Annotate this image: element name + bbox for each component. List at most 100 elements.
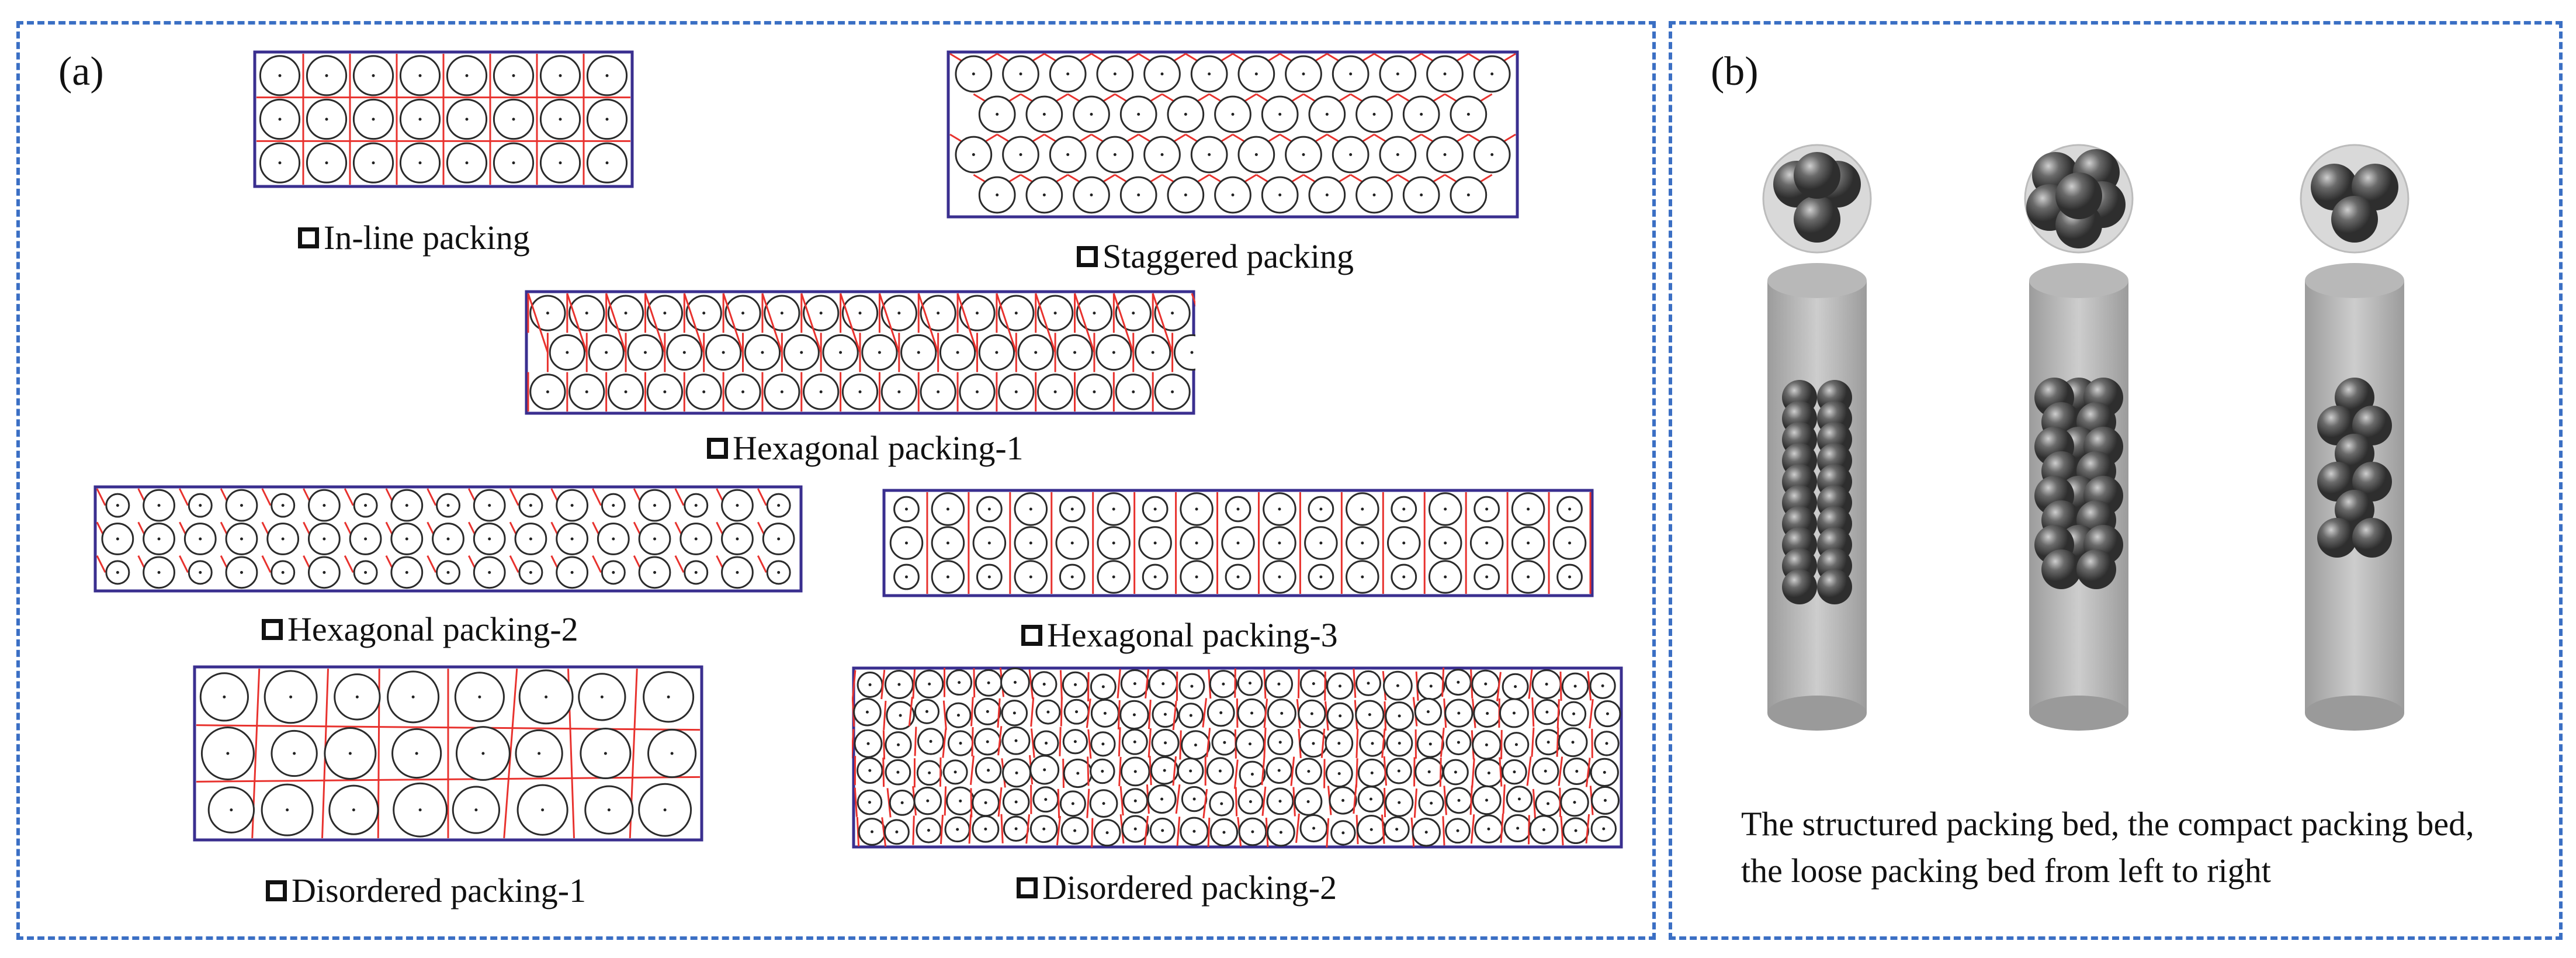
particle-center: [722, 351, 725, 354]
particle-center: [1337, 742, 1341, 745]
particle-center: [1319, 541, 1323, 545]
cell-boundary: [1355, 728, 1359, 758]
cell-boundary: [1531, 727, 1535, 757]
particle-center: [199, 504, 202, 507]
particle-center: [1278, 113, 1282, 116]
cell-boundary: [882, 730, 886, 760]
particle-center: [116, 537, 119, 541]
particle-center: [1192, 797, 1196, 801]
particle-center: [1490, 72, 1494, 75]
particle-center: [1325, 113, 1329, 116]
cell-boundary: [917, 293, 939, 353]
cell-boundary: [1471, 758, 1475, 788]
particle-center: [1349, 72, 1353, 75]
particle-center: [1361, 507, 1364, 511]
particle-center: [995, 351, 998, 354]
particle-center: [538, 752, 541, 755]
cell-boundary: [261, 488, 272, 506]
cell-boundary: [1145, 669, 1150, 698]
particle-center: [1568, 507, 1572, 511]
checkbox-square-icon: [266, 880, 287, 901]
particle-center: [1568, 575, 1572, 579]
particle-center: [1603, 770, 1606, 774]
particle-center: [1254, 153, 1258, 156]
particle-center: [1277, 682, 1281, 686]
particle-center: [1398, 801, 1401, 804]
particle-center: [904, 507, 908, 511]
particle-center: [1444, 507, 1447, 511]
particle-center: [1424, 831, 1428, 834]
particle-center: [1547, 802, 1550, 805]
cell-boundary: [196, 724, 701, 731]
cell-boundary: [852, 670, 857, 700]
particle-center: [1605, 742, 1608, 745]
particle-center: [1090, 113, 1093, 116]
particle-center: [663, 312, 667, 315]
particle-center: [1112, 541, 1115, 545]
cell-boundary: [1030, 728, 1035, 758]
particle-center: [293, 752, 296, 755]
cell-boundary: [1028, 669, 1034, 699]
particle-center: [1302, 153, 1305, 156]
particle-center: [240, 570, 243, 574]
particle-center: [858, 312, 862, 315]
particle-center: [1249, 682, 1252, 685]
particle-center: [1164, 741, 1167, 745]
particle-center: [1042, 683, 1046, 686]
cell-boundary: [427, 488, 437, 506]
cell-boundary: [683, 293, 705, 353]
particle-center: [1325, 193, 1329, 196]
particle-center: [1190, 351, 1194, 354]
particle-center: [1490, 153, 1494, 156]
particle-center: [736, 504, 739, 507]
cell-boundary: [939, 814, 944, 845]
cell-boundary: [1290, 756, 1295, 786]
disordered-packing-1-caption: Disordered packing-1: [266, 874, 586, 908]
cell-boundary: [1143, 815, 1149, 846]
particle-center: [871, 830, 874, 834]
cell-boundary: [96, 555, 106, 573]
particle-center: [1014, 800, 1018, 804]
cell-boundary: [970, 697, 974, 727]
particle-center: [405, 504, 408, 507]
particle-center: [1045, 741, 1048, 745]
particle-center: [904, 575, 908, 579]
particle-center: [1029, 507, 1032, 511]
panel-b-caption: The structured packing bed, the compact …: [1741, 805, 2474, 890]
panel-a-label: (a): [58, 49, 104, 94]
particle-center: [987, 507, 991, 511]
particle-center: [1278, 507, 1281, 511]
particle-center: [780, 312, 783, 315]
sphere-icon: [1794, 196, 1840, 243]
cell-boundary: [1470, 814, 1475, 844]
particle-center: [529, 504, 532, 507]
particle-center: [1133, 827, 1137, 831]
particle-center: [1396, 153, 1399, 156]
cell-boundary: [886, 788, 892, 818]
particle-center: [1219, 711, 1223, 714]
particle-center: [1073, 351, 1077, 354]
particle-center: [925, 710, 928, 713]
cell-boundary: [852, 729, 855, 759]
particle-center: [1545, 710, 1549, 714]
particle-center: [585, 390, 588, 393]
particle-center: [1189, 714, 1192, 717]
particle-center: [418, 74, 422, 77]
cell-boundary: [1558, 756, 1563, 786]
particle-center: [1171, 390, 1174, 393]
cell-boundary: [196, 776, 701, 783]
particle-center: [1513, 770, 1516, 774]
particle-center: [372, 74, 375, 77]
cell-boundary: [1556, 727, 1559, 757]
particle-center: [1162, 682, 1165, 686]
particle-center: [1516, 826, 1520, 830]
particle-center: [1184, 193, 1187, 196]
particle-center: [1572, 712, 1576, 715]
particle-center: [868, 801, 871, 804]
bed-tube-top: [2029, 263, 2128, 298]
particle-center: [488, 504, 491, 507]
particle-center: [1485, 575, 1489, 579]
cell-boundary: [854, 787, 858, 817]
particle-center: [1171, 312, 1174, 315]
particle-center: [1029, 575, 1032, 579]
